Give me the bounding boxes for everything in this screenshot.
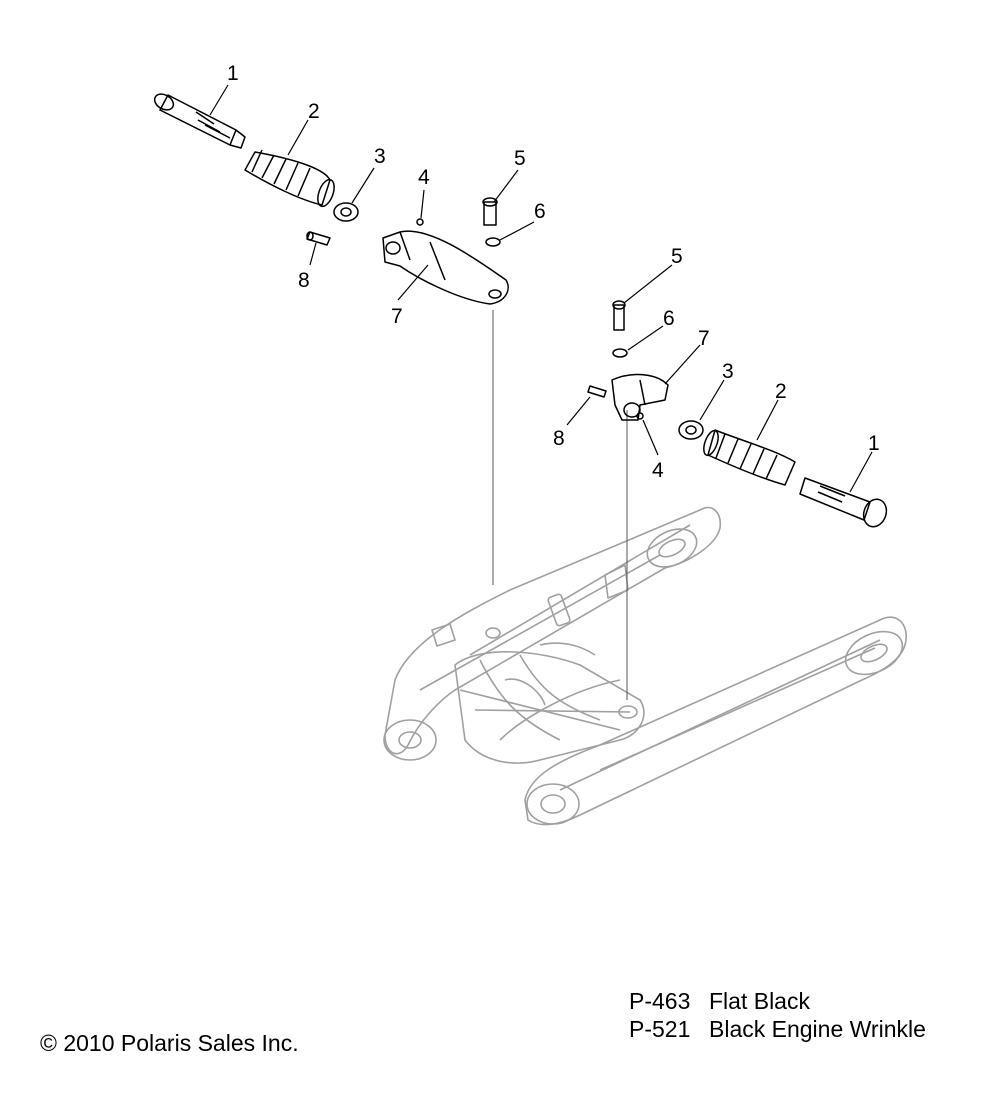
right-peg-assembly xyxy=(587,300,888,528)
washer-3-right xyxy=(678,420,704,440)
pin-1-right xyxy=(799,477,888,528)
leader-lines xyxy=(209,84,873,493)
paint-code: P-463 xyxy=(629,988,691,1014)
pin-8-right xyxy=(587,385,607,398)
paint-name: Flat Black xyxy=(709,988,810,1014)
callout-8-left: 8 xyxy=(298,269,310,292)
callout-6-right: 6 xyxy=(663,307,675,330)
paint-name: Black Engine Wrinkle xyxy=(709,1016,926,1042)
callout-1-right: 1 xyxy=(868,432,880,455)
rubber-2-right xyxy=(703,429,796,486)
paint-code-row: P-521 Black Engine Wrinkle xyxy=(629,1016,926,1043)
callout-8-right: 8 xyxy=(553,427,565,450)
bracket-7-left xyxy=(382,230,509,305)
paint-code: P-521 xyxy=(629,1016,691,1042)
callout-2-left: 2 xyxy=(308,100,320,123)
bolt-5-right xyxy=(612,300,626,331)
pin-8-left xyxy=(306,231,331,246)
left-peg-assembly xyxy=(153,93,509,305)
washer-3-left xyxy=(333,202,359,222)
callout-4-left: 4 xyxy=(418,166,430,189)
callout-3-right: 3 xyxy=(722,360,734,383)
callout-5-left: 5 xyxy=(514,147,526,170)
paint-code-row: P-463 Flat Black xyxy=(629,988,810,1015)
callout-3-left: 3 xyxy=(374,145,386,168)
bolt-5-left xyxy=(482,197,498,226)
copyright-notice: © 2010 Polaris Sales Inc. xyxy=(40,1030,299,1056)
bracket-7-right xyxy=(611,373,669,421)
rubber-2-left xyxy=(244,149,335,208)
pin-4-left xyxy=(416,218,424,226)
callout-6-left: 6 xyxy=(534,200,546,223)
callout-4-right: 4 xyxy=(652,459,664,482)
swingarm xyxy=(383,506,907,826)
callouts: 1 2 3 4 5 6 7 8 5 6 7 3 2 1 8 4 xyxy=(227,62,880,482)
callout-7-right: 7 xyxy=(698,327,710,350)
callout-7-left: 7 xyxy=(391,305,403,328)
washer-6-right xyxy=(612,348,628,358)
callout-2-right: 2 xyxy=(775,380,787,403)
pin-1-left xyxy=(153,93,246,149)
washer-6-left xyxy=(485,237,501,247)
callout-5-right: 5 xyxy=(671,245,683,268)
callout-1-left: 1 xyxy=(227,62,239,85)
guide-lines xyxy=(492,310,628,700)
